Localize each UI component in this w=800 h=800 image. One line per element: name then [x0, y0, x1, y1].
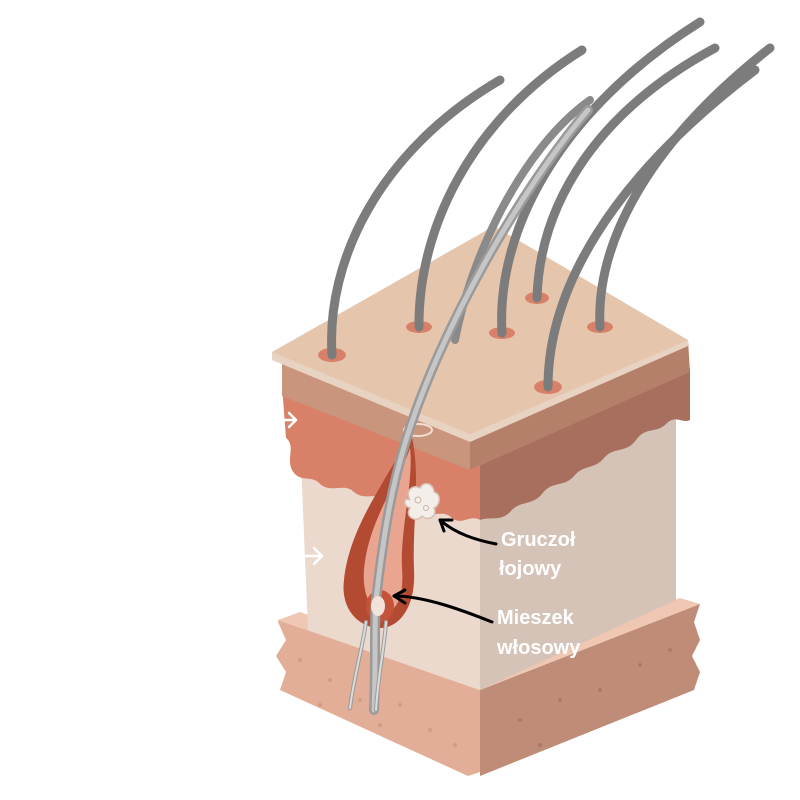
sebaceous-gland [404, 482, 440, 520]
sebaceous-gland-label-line2: łojowy [499, 558, 562, 580]
side-arrows [280, 411, 324, 566]
hair-follicle-label-line2: włosowy [496, 637, 581, 659]
arrow-right-icon [304, 546, 324, 566]
highlighted-hair [348, 105, 593, 715]
sebaceous-gland-label-line1: Gruczoł [501, 529, 576, 551]
arrow-right-icon [280, 411, 298, 429]
epidermis-layer [272, 226, 690, 470]
label-pointers [392, 518, 498, 624]
hair-follicle-label-line1: Mieszek [497, 607, 575, 629]
pointer-sebaceous-gland [438, 518, 498, 546]
labels: Gruczoł łojowy Mieszek włosowy [496, 529, 581, 659]
pointer-hair-follicle [392, 594, 494, 624]
